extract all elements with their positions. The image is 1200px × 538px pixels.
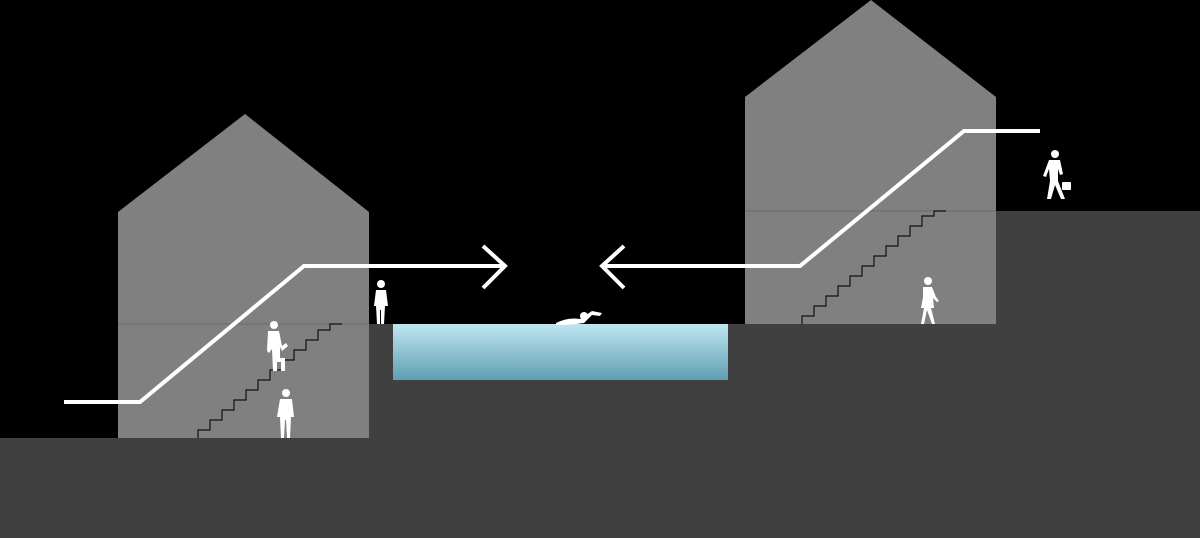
left-stairs <box>197 323 342 438</box>
businessman-icon <box>1043 150 1071 199</box>
person-climbing-icon <box>267 321 288 371</box>
left-path-arrow <box>64 264 503 404</box>
left-arrowhead <box>481 244 508 290</box>
left-house <box>118 114 369 438</box>
right-arrowhead <box>599 244 626 290</box>
right-house <box>745 0 996 324</box>
person-poolside-icon <box>374 280 388 324</box>
right-path-arrow <box>604 129 1040 268</box>
person-standing-icon <box>277 389 294 438</box>
walking-woman-icon <box>921 277 939 324</box>
swimmer-icon <box>556 311 602 325</box>
pool-water <box>393 324 728 380</box>
right-stairs <box>801 210 946 324</box>
